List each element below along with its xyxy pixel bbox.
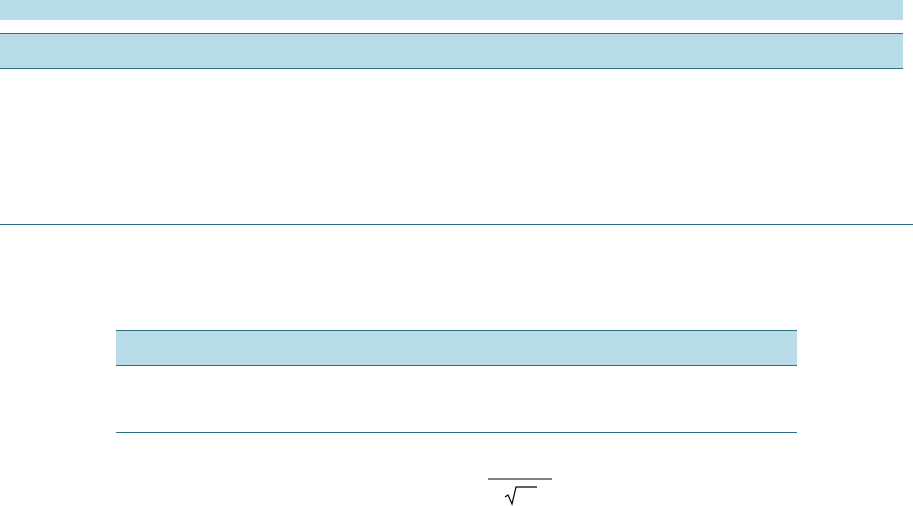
table-2-bottom-rule <box>116 432 797 433</box>
radical-sign <box>504 486 537 506</box>
table-1-header-rule <box>0 68 903 69</box>
table-1-bottom-rule <box>0 224 913 225</box>
table-2-header-row <box>116 330 797 365</box>
table-2-header-rule <box>116 365 797 366</box>
table-2-body <box>116 366 797 432</box>
table-1-body <box>0 69 903 224</box>
formula-fragment <box>485 474 555 506</box>
table-2-top-rule <box>116 330 797 331</box>
top-header-strip <box>0 0 903 20</box>
table-1-header-row <box>0 33 903 68</box>
table-1-top-rule <box>0 33 903 34</box>
square-root-icon <box>488 478 552 506</box>
